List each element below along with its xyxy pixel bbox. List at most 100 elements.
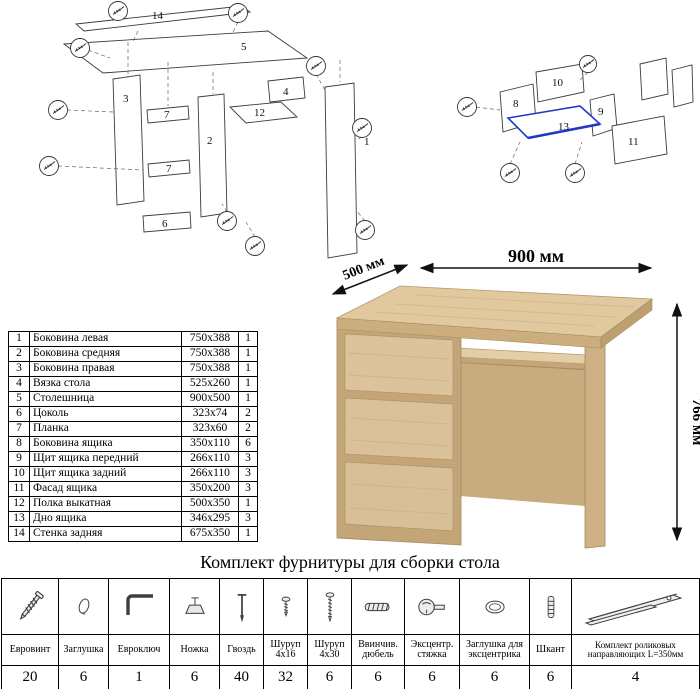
part-label-8: 8 [513, 98, 519, 110]
part-number: 5 [9, 392, 30, 407]
hardware-column: Шкант 6 [530, 579, 572, 689]
part-qty: 1 [239, 347, 258, 362]
part-name: Боковина левая [30, 332, 182, 347]
hardware-table: Евровинт 20 Заглушка 6 Евроключ 1 Ножка … [1, 578, 700, 689]
part-name: Планка [30, 422, 182, 437]
hardware-name: Комплект роликовых направляющих L=350мм [572, 635, 700, 666]
hardware-name: Заглушка [59, 635, 109, 666]
hardware-qty: 6 [170, 666, 220, 689]
part-number: 7 [9, 422, 30, 437]
part-size: 500x350 [182, 497, 239, 512]
hardware-column: Заглушка 6 [59, 579, 109, 689]
part-number: 10 [9, 467, 30, 482]
part-name: Боковина правая [30, 362, 182, 377]
part-qty: 1 [239, 377, 258, 392]
dimension-arrows [331, 262, 683, 542]
part-label-4: 4 [283, 86, 289, 98]
hardware-qty: 40 [220, 666, 264, 689]
part-size: 266x110 [182, 467, 239, 482]
hardware-qty: 4 [572, 666, 700, 689]
part-qty: 1 [239, 332, 258, 347]
part-size: 323x74 [182, 407, 239, 422]
part-name: Столешница [30, 392, 182, 407]
part-qty: 2 [239, 407, 258, 422]
part-name: Боковина средняя [30, 347, 182, 362]
drawer-front-1 [344, 333, 454, 397]
part-number: 2 [9, 347, 30, 362]
part-qty: 3 [239, 512, 258, 527]
part-label-11: 11 [628, 136, 639, 148]
desk-panels [62, 5, 358, 259]
hardware-column: Евровинт 20 [2, 579, 59, 689]
part-number: 3 [9, 362, 30, 377]
part-number: 1 [9, 332, 30, 347]
part-label-14: 14 [152, 10, 164, 22]
hardware-column: Шуруп 4x16 32 [264, 579, 308, 689]
part-label-12: 12 [254, 107, 265, 119]
part-name: Щит ящика передний [30, 452, 182, 467]
roller-guides-icon [583, 593, 683, 626]
hex-key-icon [126, 593, 153, 615]
hardware-column: Эксцентр. стяжка 6 [405, 579, 460, 689]
hardware-name: Шуруп 4x30 [308, 635, 352, 666]
part-number: 11 [9, 482, 30, 497]
part-name: Стенка задняя [30, 527, 182, 542]
desk-top-right-edge [600, 298, 653, 349]
nail-icon [237, 593, 246, 622]
part-label-10: 10 [552, 77, 564, 89]
desk-render: 900 мм 500 мм 766 мм [331, 248, 700, 549]
hardware-column: Ножка 6 [170, 579, 220, 689]
hardware-name: Ввинчив. дюбель [352, 635, 405, 666]
depth-dimension-label: 500 мм [341, 254, 387, 284]
exploded-diagram-drawer: 10 8 13 9 11 [457, 55, 694, 183]
part-size: 346x295 [182, 512, 239, 527]
part-size: 350x200 [182, 482, 239, 497]
hardware-name: Евроключ [109, 635, 170, 666]
part-qty: 1 [239, 497, 258, 512]
part-number: 13 [9, 512, 30, 527]
keyboard-tray-edge [457, 357, 587, 369]
wooden-dowel-icon [547, 595, 554, 618]
part-label-1: 1 [364, 136, 370, 148]
part-size: 350x110 [182, 437, 239, 452]
part-size: 323x60 [182, 422, 239, 437]
hardware-column: Заглушка для эксцентрика 6 [460, 579, 530, 689]
width-dimension-label: 900 мм [508, 248, 564, 266]
leader-lines [57, 21, 366, 238]
part-number: 6 [9, 407, 30, 422]
part-number: 9 [9, 452, 30, 467]
hardware-name: Гвоздь [220, 635, 264, 666]
hardware-name: Шкант [530, 635, 572, 666]
hardware-column: Комплект роликовых направляющих L=350мм … [572, 579, 700, 689]
drawer-front-3 [344, 461, 454, 532]
hardware-qty: 20 [2, 666, 59, 689]
part-label-7a: 7 [164, 109, 170, 121]
part-qty: 1 [239, 527, 258, 542]
hardware-qty: 6 [352, 666, 405, 689]
part-size: 525x260 [182, 377, 239, 392]
hardware-qty: 6 [405, 666, 460, 689]
part-label-9: 9 [598, 106, 604, 118]
hardware-qty: 32 [264, 666, 308, 689]
part-label-5: 5 [241, 41, 247, 53]
part-size: 675x350 [182, 527, 239, 542]
exploded-diagram-desk: 14 5 3 7 7 6 2 12 4 1 [39, 1, 375, 259]
furniture-leg-icon [184, 596, 205, 614]
part-qty: 6 [239, 437, 258, 452]
part-qty: 1 [239, 392, 258, 407]
part-name: Дно ящика [30, 512, 182, 527]
hardware-column: Ввинчив. дюбель 6 [352, 579, 405, 689]
hardware-qty: 6 [308, 666, 352, 689]
desk-top-grain [374, 294, 636, 327]
part-label-13: 13 [558, 121, 570, 133]
